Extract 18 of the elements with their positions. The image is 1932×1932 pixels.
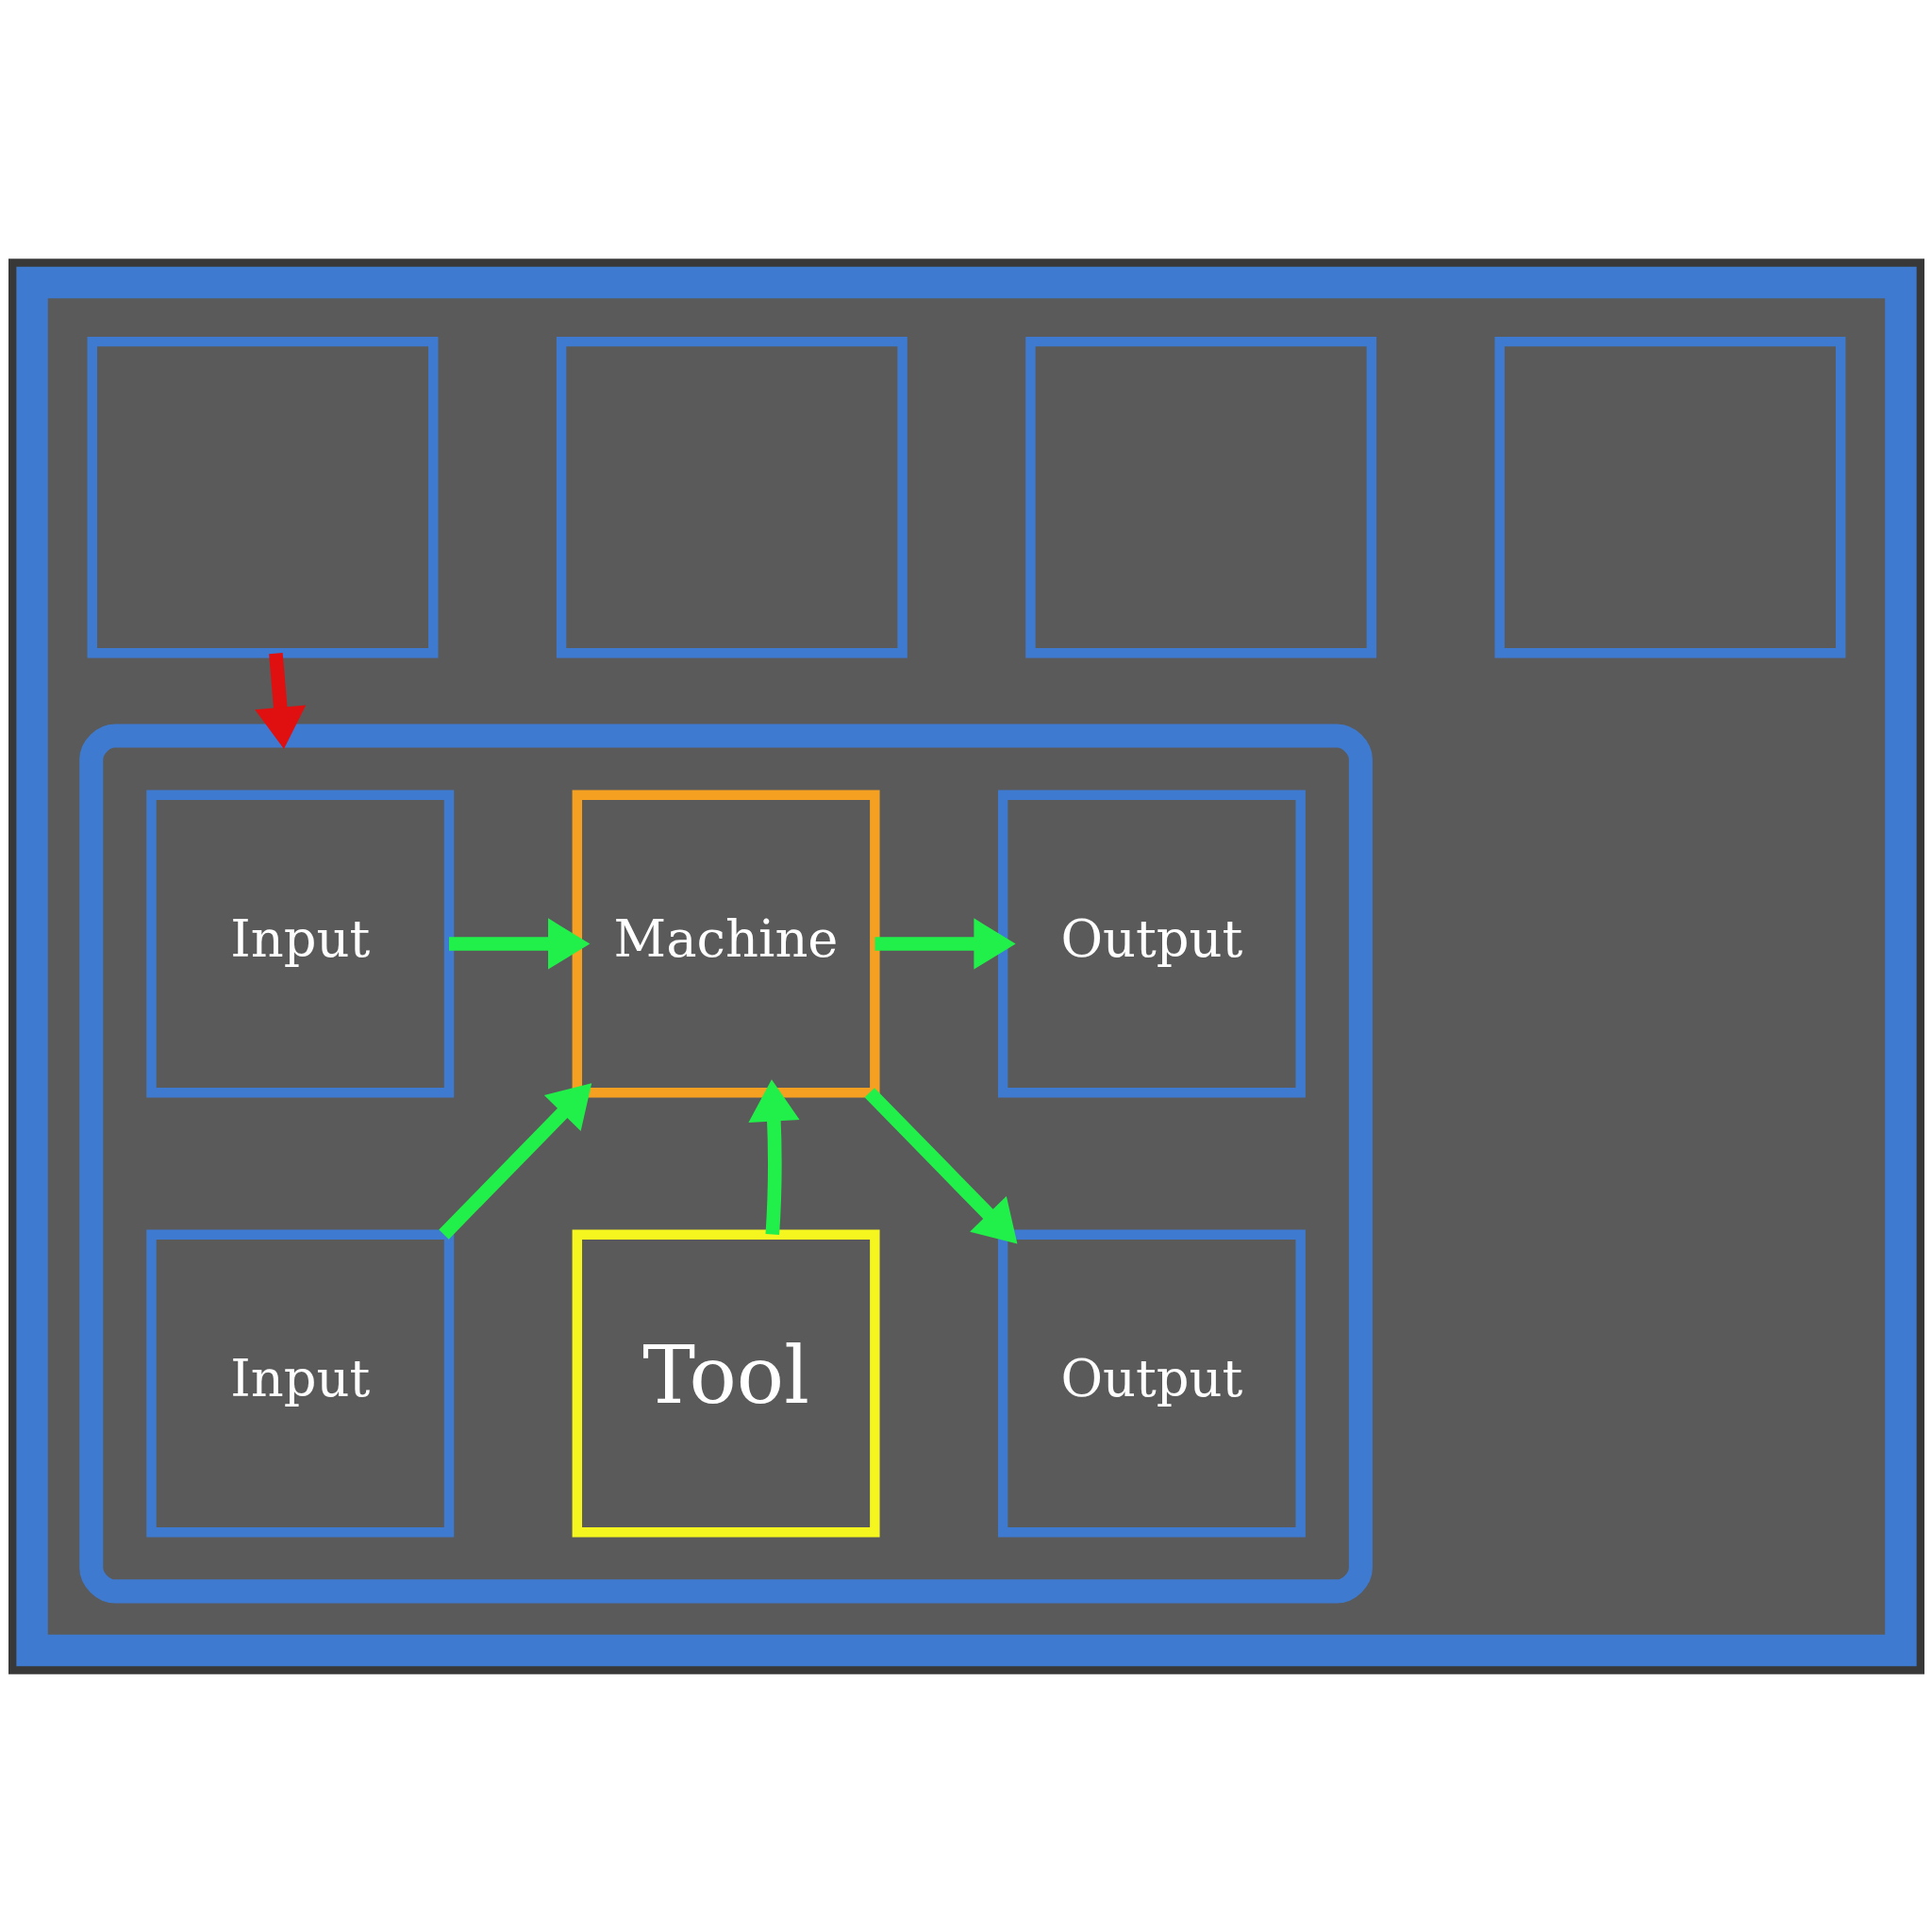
node-box: Input xyxy=(145,790,454,1097)
node-box: Machine xyxy=(572,790,880,1097)
node-box xyxy=(1024,336,1376,658)
cluster xyxy=(78,724,1373,1603)
arrow xyxy=(448,917,590,970)
arrow xyxy=(747,1078,800,1235)
arrow xyxy=(874,917,1016,970)
cluster xyxy=(15,266,1917,1666)
node-box xyxy=(556,336,908,658)
node-box: Input xyxy=(145,1228,454,1537)
node-box: Tool xyxy=(572,1228,880,1537)
node-box xyxy=(87,336,438,658)
node-box: Output xyxy=(997,1228,1306,1537)
arrow xyxy=(438,1082,591,1240)
node-box: Output xyxy=(997,790,1306,1097)
arrow xyxy=(864,1087,1017,1244)
node-box xyxy=(1494,336,1845,658)
arrow xyxy=(254,652,306,749)
